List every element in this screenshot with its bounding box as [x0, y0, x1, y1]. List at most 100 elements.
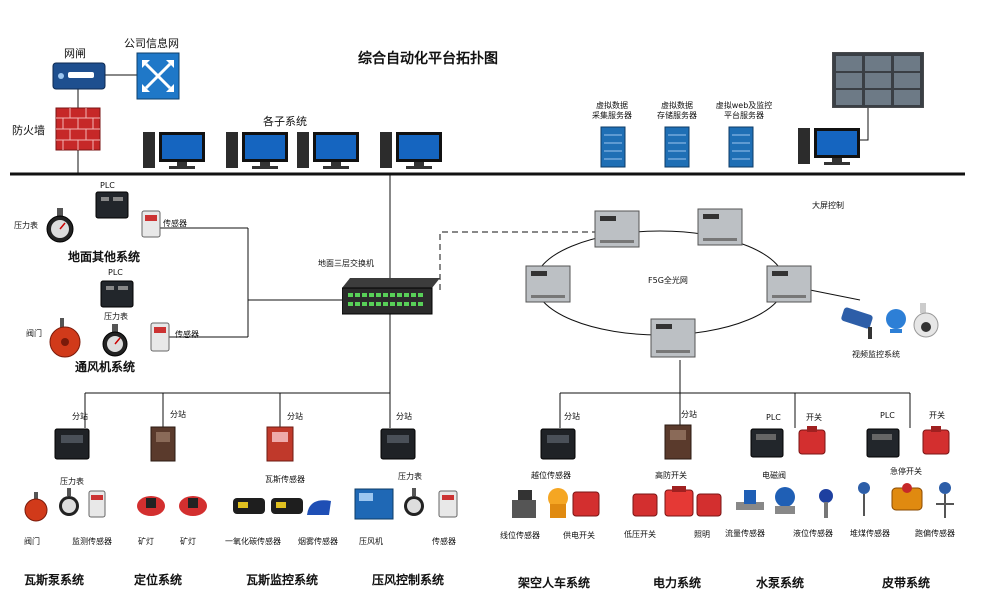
firewall-icon [55, 107, 101, 151]
vent-sensor-label: 传感器 [175, 330, 199, 339]
server-icon [600, 126, 626, 168]
smoke-sensor-icon [307, 500, 331, 515]
ground-pressure-label: 压力表 [14, 221, 38, 230]
air-sensor-label: 传感器 [432, 537, 456, 546]
compressor-label: 压风机 [359, 537, 383, 546]
substation-icon [380, 428, 416, 460]
hv-switch-label: 高防开关 [655, 471, 687, 480]
vent-valve-label: 阀门 [26, 329, 42, 338]
server-storage-label-2: 存储服务器 [657, 111, 697, 120]
gaspump-monitor-label: 监测传感器 [72, 537, 112, 546]
cableway-title: 架空人车系统 [518, 576, 591, 590]
vent-pressure-label: 压力表 [104, 312, 128, 321]
optical-node-icon [594, 210, 640, 248]
optical-node-icon [650, 318, 696, 358]
ring-label: F5G全光网 [648, 276, 688, 285]
pressure-gauge-icon [102, 324, 128, 357]
substation-label: 分站 [396, 412, 412, 421]
router-icon [136, 52, 180, 100]
corp-net-label: 公司信息网 [124, 37, 179, 50]
server-storage-label-1: 虚拟数据 [661, 101, 693, 110]
sensor-icon [88, 490, 106, 518]
substation-label: 分站 [170, 410, 186, 419]
switch-box-icon [798, 426, 826, 455]
co-sensor-label: 一氧化碳传感器 [225, 537, 281, 546]
optical-node-icon [525, 265, 571, 303]
pile-sensor-label: 堆煤传感器 [850, 529, 890, 538]
co-sensor-icon [271, 498, 303, 514]
pressure-gauge-icon [59, 488, 79, 516]
belt-title: 皮带系统 [882, 576, 931, 590]
ground-sensor-label: 传感器 [163, 219, 187, 228]
lamp-label-2: 矿灯 [180, 537, 196, 546]
computer-icon [143, 132, 205, 169]
video-wall-icon [832, 52, 924, 108]
vent-title: 通风机系统 [75, 360, 136, 374]
sensor-icon [141, 210, 161, 238]
over-sensor-label: 越位传感器 [531, 471, 571, 480]
smoke-sensor-label: 烟雾传感器 [298, 537, 338, 546]
belt-switch-label: 开关 [929, 411, 945, 420]
plc-icon [866, 428, 900, 458]
line-sensor-label: 线位传感器 [500, 531, 540, 540]
server-web-label-1: 虚拟web及监控 [715, 101, 773, 110]
substation-label: 分站 [287, 412, 303, 421]
miner-lamp-icon [137, 496, 165, 516]
switch-label: 地面三层交换机 [318, 259, 374, 268]
belt-plc-label: PLC [880, 411, 895, 420]
substation-icon [150, 426, 176, 462]
pressure-gauge-icon [46, 208, 74, 243]
vent-plc-label: PLC [108, 268, 123, 277]
deviation-sensor-icon [936, 482, 954, 518]
substation-icon [664, 424, 692, 460]
pressure-gauge-icon [404, 488, 424, 516]
substation-label: 分站 [564, 412, 580, 421]
gaspump-title: 瓦斯泵系统 [24, 573, 85, 587]
firewall-label: 防火墙 [12, 124, 45, 137]
lighting-label: 照明 [694, 530, 710, 539]
subsystems-label: 各子系统 [263, 115, 307, 128]
co-sensor-icon [233, 498, 265, 514]
camera-icon [841, 303, 939, 339]
substation-icon [266, 426, 294, 462]
gateway-label: 网闸 [64, 47, 86, 60]
line-sensor-icon [512, 490, 536, 518]
hv-switch-icon [664, 486, 694, 517]
network-switch-icon [342, 278, 440, 315]
pump-plc-label: PLC [766, 413, 781, 422]
optical-link [439, 231, 595, 290]
position-sensor-icon [548, 488, 568, 518]
server-collect-label-2: 采集服务器 [592, 111, 632, 120]
diagram-title: 综合自动化平台拓扑图 [358, 51, 498, 67]
air-pressure-label: 压力表 [398, 472, 422, 481]
ground-plc-label: PLC [100, 181, 115, 190]
valve-icon [24, 492, 48, 522]
substation-label: 分站 [72, 412, 88, 421]
lighting-icon [696, 493, 722, 517]
server-web-label-2: 平台服务器 [724, 111, 764, 120]
optical-node-icon [766, 265, 812, 303]
pile-sensor-icon [858, 482, 870, 516]
power-title: 电力系统 [653, 576, 702, 590]
plc-icon [750, 428, 784, 458]
plc-icon [100, 280, 134, 308]
substation-icon [540, 428, 576, 460]
estop-label: 急停开关 [890, 467, 922, 476]
screen-control-label: 大屏控制 [812, 201, 844, 210]
server-icon [664, 126, 690, 168]
sensor-icon [438, 490, 458, 518]
lv-switch-icon [632, 493, 658, 517]
pump-switch-label: 开关 [806, 413, 822, 422]
gaspump-valve-label: 阀门 [24, 537, 40, 546]
plc-icon [95, 191, 129, 219]
computer-icon [297, 132, 359, 169]
miner-lamp-icon [179, 496, 207, 516]
solenoid-valve-label: 电磁阀 [762, 471, 786, 480]
gaspump-pressure-label: 压力表 [60, 477, 84, 486]
computer-icon [226, 132, 288, 169]
substation-icon [54, 428, 90, 460]
computer-icon [380, 132, 442, 169]
server-icon [728, 126, 754, 168]
